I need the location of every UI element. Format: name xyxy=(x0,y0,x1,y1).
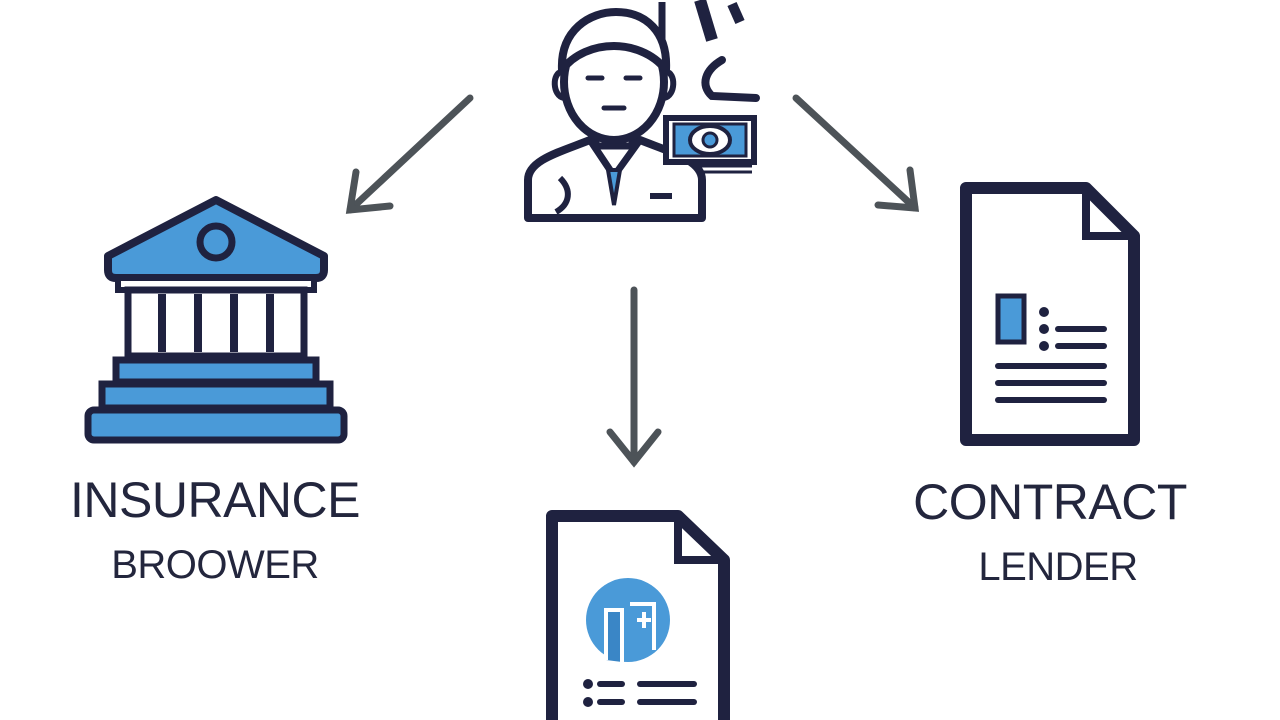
contract-document-icon xyxy=(960,182,1140,446)
insurance-document-icon xyxy=(546,510,730,720)
person-with-money-icon xyxy=(524,0,760,222)
arrow-to-insurance xyxy=(345,94,474,214)
lender-subtitle: LENDER xyxy=(978,545,1138,589)
arrow-to-contract xyxy=(792,94,920,212)
bank-icon xyxy=(84,196,348,444)
arrow-to-document xyxy=(606,286,662,468)
insurance-title: INSURANCE xyxy=(70,472,360,528)
borrower-subtitle: BROOWER xyxy=(111,543,319,587)
contract-title: CONTRACT xyxy=(913,474,1187,530)
